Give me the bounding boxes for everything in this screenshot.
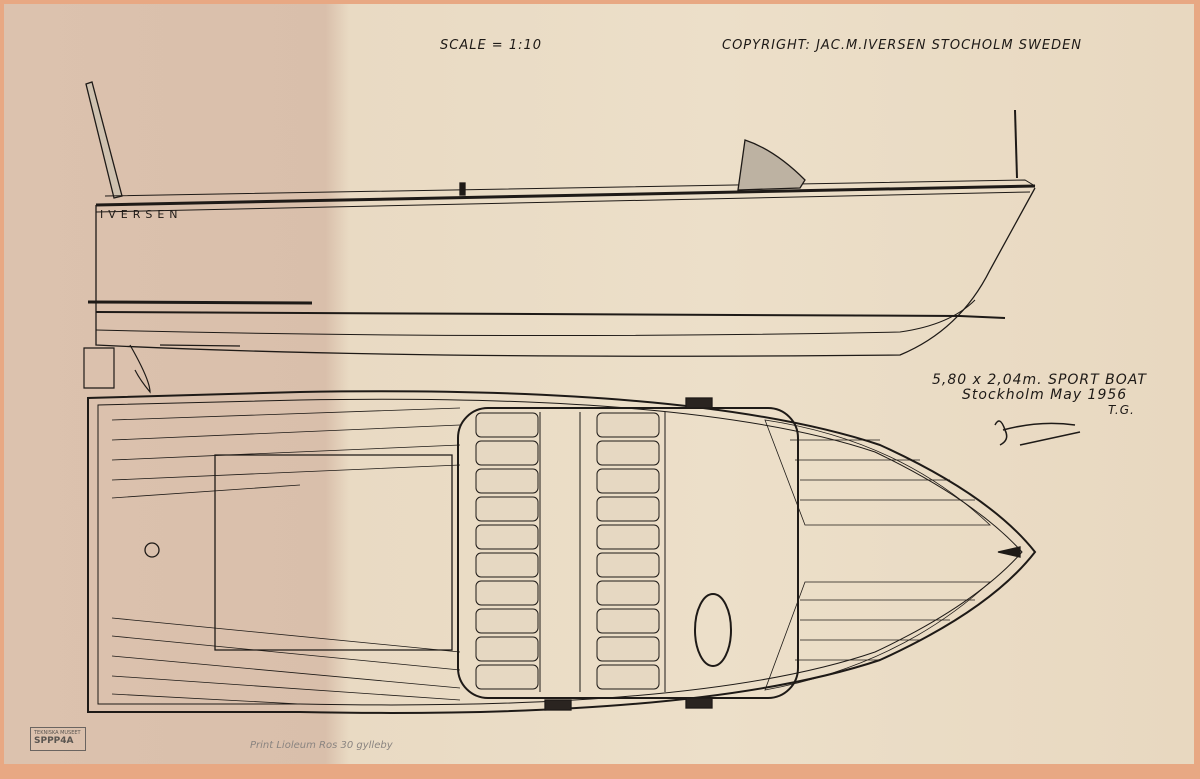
- deck-planking-upper: [111, 407, 461, 705]
- seat-cushion: [596, 440, 660, 466]
- steering-wheel: [694, 593, 732, 667]
- deck-outline: [87, 390, 1037, 714]
- rudder: [83, 344, 241, 394]
- seat-cushion: [596, 552, 660, 578]
- stamp-number: SPPP4A: [34, 736, 74, 746]
- seat-cushion: [475, 524, 539, 550]
- hull-name: IVERSEN: [100, 208, 183, 221]
- sheer-line: [95, 191, 1031, 213]
- seat-cushion: [475, 496, 539, 522]
- seat-cushion: [475, 580, 539, 606]
- seat-cushion: [596, 636, 660, 662]
- seat-cushion: [596, 608, 660, 634]
- waterline: [95, 311, 1006, 319]
- seat-cushion: [475, 440, 539, 466]
- flagpole: [85, 81, 123, 199]
- place-date: Stockholm May 1956: [962, 387, 1128, 403]
- hull-outline: [95, 187, 1036, 357]
- seat-cushions: [475, 412, 660, 690]
- seat-cushion: [596, 468, 660, 494]
- engine-hatch: [214, 454, 453, 651]
- drafter-initials: T.G.: [1108, 403, 1135, 417]
- seat-cushion: [596, 664, 660, 690]
- foredeck: [764, 419, 992, 691]
- seat-cushion: [475, 664, 539, 690]
- seat-cushion: [596, 496, 660, 522]
- stamp-line: TEKNISKA MUSEET: [34, 730, 81, 736]
- seat-cushion: [596, 524, 660, 550]
- signature-mark: [994, 420, 1081, 446]
- seat-cushion: [475, 468, 539, 494]
- seat-cushion: [475, 552, 539, 578]
- seat-cushion: [596, 580, 660, 606]
- side-view: [83, 81, 1036, 394]
- plan-view: [87, 390, 1037, 714]
- boat-spec: 5,80 x 2,04m. SPORT BOAT: [932, 372, 1147, 388]
- seat-cushion: [475, 412, 539, 438]
- seat-cushion: [596, 412, 660, 438]
- scale-label: SCALE = 1:10: [440, 38, 543, 53]
- deck-line: [95, 184, 1036, 207]
- rub-strake: [87, 300, 313, 305]
- cockpit-floor: [539, 412, 666, 692]
- seat-cushion: [475, 636, 539, 662]
- cockpit: [457, 407, 799, 699]
- seat-cushion: [475, 608, 539, 634]
- drawing-sheet: [4, 4, 1194, 764]
- windshield: [737, 139, 806, 191]
- bow-staff: [1014, 109, 1018, 179]
- copyright-label: COPYRIGHT: JAC.M.IVERSEN STOCHOLM SWEDEN: [722, 38, 1083, 53]
- pencil-note: Print Lioleum Ros 30 gylleby: [250, 740, 393, 751]
